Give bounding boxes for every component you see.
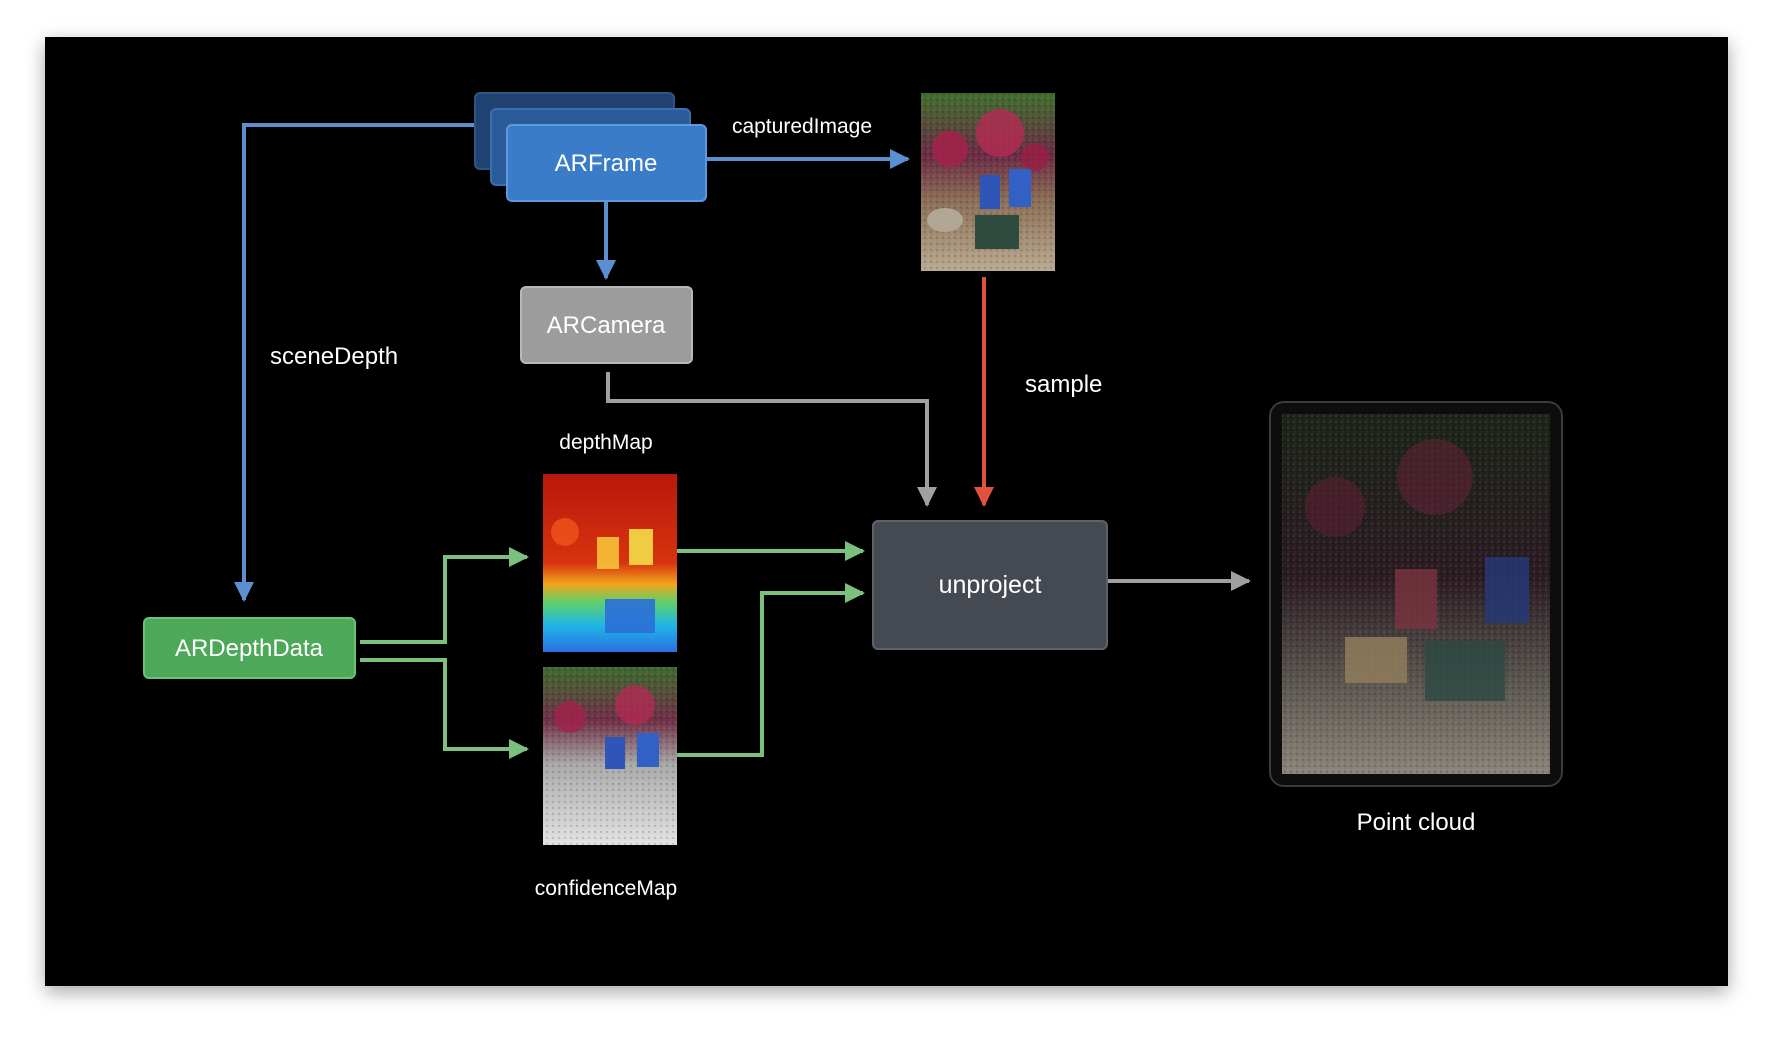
arcamera-label: ARCamera [547,312,666,339]
unproject-label: unproject [939,571,1042,599]
point-cloud-tablet [1269,401,1563,787]
point-cloud-caption: Point cloud [1357,809,1476,836]
depthdata-to-confidencemap-arrow [360,658,529,759]
scene-depth-label: sceneDepth [270,343,398,370]
confidencemap-to-unproject-arrow [663,583,865,757]
ardepthdata-label: ARDepthData [175,635,324,662]
confidence-map-caption: confidenceMap [535,877,677,900]
confidence-map-thumbnail [543,667,677,845]
diagram-slide: ARFrame ARCamera ARDepthData unproject d… [45,37,1728,986]
scene-depth-arrow [234,123,478,602]
unproject-node[interactable]: unproject [872,520,1108,650]
arcamera-to-unproject-arrow [606,372,937,507]
arcamera-node[interactable]: ARCamera [520,286,693,364]
ardepthdata-node[interactable]: ARDepthData [143,617,356,679]
captured-image-label: capturedImage [732,115,872,138]
depth-map-thumbnail [543,474,677,652]
sample-label: sample [1025,371,1102,398]
depth-map-caption: depthMap [559,431,652,454]
arframe-node[interactable]: ARFrame [474,92,707,202]
captured-image-thumbnail [921,93,1055,271]
depthdata-to-depthmap-arrow [360,547,529,644]
arframe-label: ARFrame [555,150,658,177]
diagram-canvas: ARFrame ARCamera ARDepthData unproject d… [143,92,1563,900]
